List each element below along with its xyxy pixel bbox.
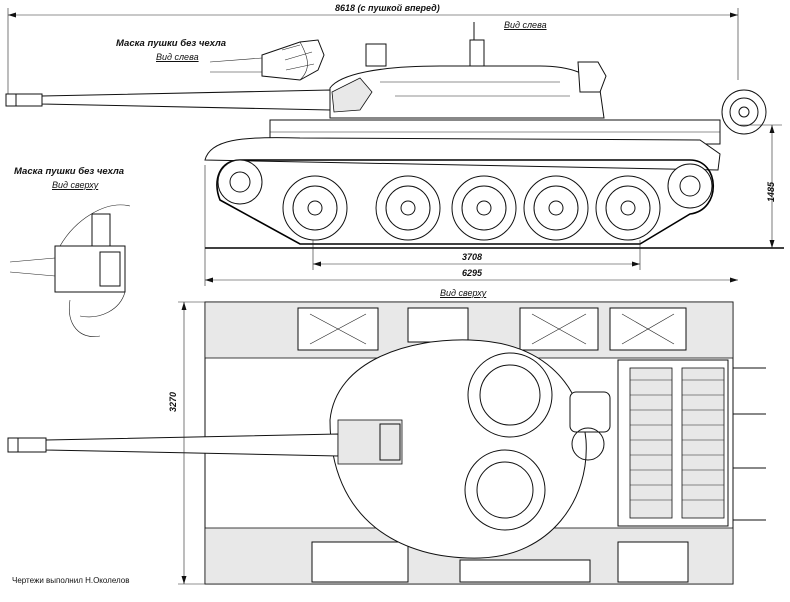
width-label: 3270 — [168, 391, 178, 412]
tank-side-view — [5, 22, 784, 249]
mask-side-detail — [209, 39, 325, 81]
top-dimensions — [178, 301, 205, 585]
overall-length-label: 8618 (с пушкой вперед) — [335, 3, 440, 13]
overall-length-dimension — [7, 8, 739, 100]
mask-top-view-label: Вид сверху — [52, 180, 99, 190]
height-label: 1485 — [766, 181, 776, 202]
hull-length-label: 6295 — [462, 268, 483, 278]
mask-side-view-label: Вид слева — [156, 52, 199, 62]
mask-top-title: Маска пушки без чехла — [14, 166, 125, 177]
tank-top-view — [7, 301, 766, 585]
side-dimensions — [204, 124, 782, 286]
credit-label: Чертежи выполнил Н.Околелов — [12, 576, 130, 585]
mask-top-detail — [9, 204, 131, 337]
mask-side-title: Маска пушки без чехла — [116, 38, 227, 49]
wheelbase-label: 3708 — [462, 252, 483, 262]
road-wheels — [282, 175, 661, 241]
top-view-label: Вид сверху — [440, 288, 487, 298]
side-view-label: Вид слева — [504, 20, 547, 30]
